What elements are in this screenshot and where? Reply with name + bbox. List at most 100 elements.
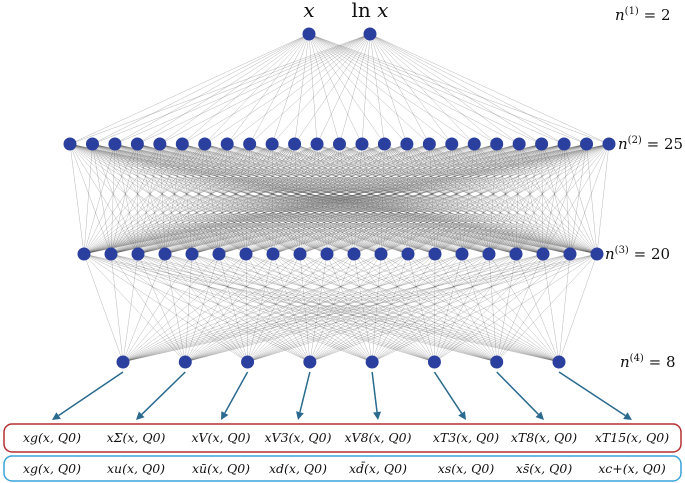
connection (542, 253, 560, 363)
connection (164, 143, 520, 255)
connection (380, 253, 435, 363)
connection (326, 253, 373, 363)
connection (247, 253, 301, 363)
neuron-layer-3 (239, 247, 253, 261)
connection (353, 253, 560, 363)
connection (369, 33, 497, 145)
connection (182, 33, 310, 145)
connection (114, 33, 371, 145)
connection (83, 143, 295, 255)
connection (110, 143, 497, 255)
connection (299, 143, 610, 255)
connection (353, 143, 565, 255)
connection (83, 143, 475, 255)
connection (361, 33, 371, 145)
connection (245, 143, 542, 255)
connection (299, 143, 520, 255)
connection (245, 143, 497, 255)
connection (137, 253, 248, 363)
connection (137, 253, 373, 363)
connection (83, 143, 587, 255)
connection (164, 143, 497, 255)
connection (272, 143, 542, 255)
connection (83, 143, 497, 255)
connection (83, 143, 610, 255)
connection (309, 253, 409, 363)
connection (407, 143, 565, 255)
connection (83, 253, 435, 363)
connection (461, 143, 565, 255)
connection (299, 253, 311, 363)
output-arrow-line (496, 371, 539, 415)
connection (309, 253, 463, 363)
connection (110, 253, 124, 363)
connection (308, 33, 520, 145)
connection (191, 253, 248, 363)
connection (380, 143, 542, 255)
connection (122, 253, 355, 363)
connection (185, 253, 571, 363)
connection (369, 33, 542, 145)
connection (114, 33, 310, 145)
connection (83, 253, 124, 363)
connection (309, 253, 490, 363)
connection (272, 253, 311, 363)
connection (371, 253, 382, 363)
connection (326, 143, 565, 255)
connection (83, 143, 407, 255)
evolution-basis-row: xg(x, Q0)xΣ(x, Q0)xV(x, Q0)xV3(x, Q0)xV8… (23, 430, 669, 445)
connection (83, 143, 183, 255)
connection (271, 33, 371, 145)
connection (69, 143, 85, 255)
neuron-layer-4 (365, 355, 379, 369)
evolution-basis-item-6: xT3(x, Q0) (433, 430, 499, 445)
connection (308, 33, 475, 145)
connection (515, 143, 587, 255)
connection (247, 253, 409, 363)
connection (380, 143, 587, 255)
layer-size-labels: n(1) = 2n(2) = 25n(3) = 20n(4) = 8 (605, 6, 683, 371)
connection (488, 143, 542, 255)
connection (372, 253, 490, 363)
connection (83, 253, 373, 363)
connection (271, 33, 310, 145)
connection (83, 143, 452, 255)
connection (434, 143, 610, 255)
connection (434, 143, 565, 255)
connection (110, 253, 248, 363)
connection (110, 253, 560, 363)
connection (247, 253, 463, 363)
neuron-layer-3 (158, 247, 172, 261)
neuron-layer-4 (427, 355, 441, 369)
connection (185, 253, 463, 363)
connection (245, 253, 373, 363)
connection (185, 253, 193, 363)
connection (299, 143, 587, 255)
connection (434, 253, 571, 363)
connection (372, 253, 544, 363)
connection (353, 143, 542, 255)
connection (245, 143, 520, 255)
connection (164, 143, 587, 255)
connection (496, 143, 544, 255)
connection (110, 253, 435, 363)
connection (185, 253, 409, 363)
connection (488, 143, 610, 255)
connection (110, 143, 542, 255)
connection (272, 143, 497, 255)
connection (496, 143, 571, 255)
connection (434, 253, 560, 363)
connection (245, 253, 435, 363)
connection (407, 143, 587, 255)
connection (185, 253, 274, 363)
connection (182, 33, 371, 145)
connection (191, 143, 497, 255)
connection (407, 143, 542, 255)
connection (353, 143, 520, 255)
connection (245, 253, 560, 363)
neuron-layer-3 (104, 247, 118, 261)
neuron-layer-3 (131, 247, 145, 261)
connection (83, 253, 497, 363)
output-arrow-head (373, 411, 382, 420)
connection (164, 253, 248, 363)
